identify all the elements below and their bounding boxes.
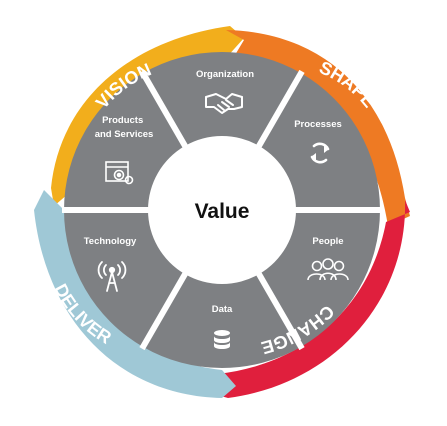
segment-divider — [139, 270, 189, 351]
center-circle — [149, 137, 295, 283]
segment-label-data: Data — [212, 304, 233, 315]
segment-technology — [64, 210, 185, 347]
refresh-arrows-icon — [310, 142, 330, 164]
segment-divider — [255, 270, 305, 351]
database-icon — [214, 330, 230, 349]
segment-data — [143, 274, 301, 368]
segment-processes — [259, 73, 380, 210]
segment-label-technology: Technology — [84, 236, 137, 247]
ring-arrow-deliver — [34, 190, 236, 398]
segments-layer — [64, 51, 380, 368]
segment-label-people: People — [312, 236, 343, 247]
segment-label-processes: Processes — [294, 119, 342, 130]
browser-gear-icon — [105, 161, 134, 185]
dividers-layer — [62, 69, 382, 351]
segment-divider — [139, 69, 189, 150]
ring-arrow-shape — [226, 30, 410, 226]
segment-label-products: Products and Services — [95, 115, 154, 140]
radio-tower-icon — [97, 261, 127, 292]
segment-label-organization: Organization — [196, 69, 254, 80]
segment-divider — [255, 69, 305, 150]
ring-arrow-vision — [51, 26, 244, 206]
people-group-icon — [307, 258, 349, 281]
segment-products — [64, 73, 185, 210]
center-label: Value — [195, 200, 250, 223]
segment-organization — [143, 51, 301, 146]
handshake-icon — [205, 93, 243, 114]
